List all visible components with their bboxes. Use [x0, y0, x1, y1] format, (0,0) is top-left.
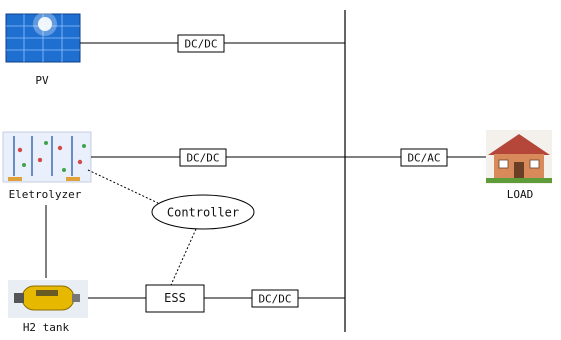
pv-dcdc-converter: DC/DC	[178, 35, 224, 52]
controller-ess-link	[171, 229, 196, 285]
electrolyzer-icon	[3, 132, 91, 182]
house-icon	[486, 130, 552, 184]
pv-label: PV	[35, 74, 49, 87]
electrolyzer-dcdc-label: DC/DC	[186, 152, 219, 165]
controller-electrolyzer-link	[88, 170, 158, 203]
gas-cylinder-icon	[8, 280, 88, 318]
controller-node: Controller	[152, 195, 254, 229]
solar-panel-icon	[6, 12, 80, 62]
ess-dcdc-label: DC/DC	[258, 293, 291, 306]
pv-dcdc-label: DC/DC	[184, 38, 217, 51]
ess-dcdc-converter: DC/DC	[252, 290, 298, 307]
load-node: LOAD	[486, 130, 552, 201]
electrolyzer-dcdc-converter: DC/DC	[180, 149, 226, 166]
load-dcac-label: DC/AC	[407, 152, 440, 165]
pv-node: PV	[6, 12, 80, 87]
controller-label: Controller	[167, 206, 239, 220]
electrolyzer-node: Eletrolyzer	[3, 132, 91, 201]
electrolyzer-label: Eletrolyzer	[9, 188, 82, 201]
h2-tank-node: H2 tank	[8, 280, 88, 334]
ess-node: ESS	[146, 285, 204, 312]
ess-label: ESS	[164, 291, 186, 305]
h2-tank-label: H2 tank	[23, 321, 70, 334]
load-label: LOAD	[507, 188, 534, 201]
load-dcac-converter: DC/AC	[401, 149, 447, 166]
